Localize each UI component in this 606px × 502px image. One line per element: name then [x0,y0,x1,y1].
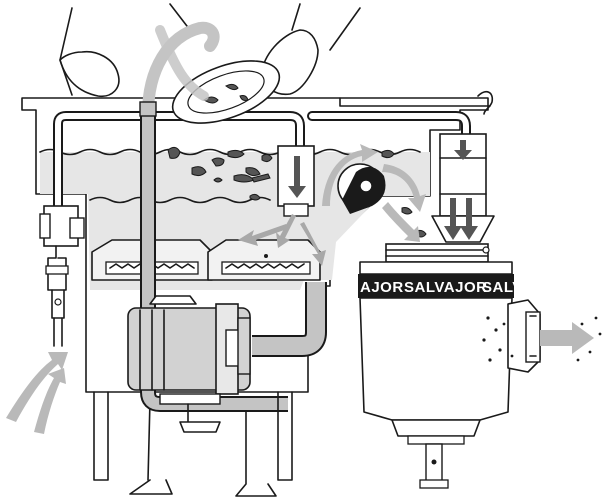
operator-legs [129,399,277,497]
operator-figure [59,3,361,497]
impeller-arrow-1 [322,144,378,206]
trough-arrow-right [300,222,326,266]
disposer-arrow-1 [444,198,462,240]
trough-arrow-left [238,224,290,246]
inflow-arrow-2 [34,368,66,434]
brand-label-center: SALVAJOR [404,279,487,296]
discharge-outlet [507,299,541,373]
dinner-plate [171,60,281,124]
water-supply-valve[interactable] [39,205,85,347]
disposer-arrow-3 [454,140,472,160]
food-debris [167,146,427,238]
inlet-down-arrow [288,156,306,198]
disposer-arrow-2 [460,198,478,240]
operator-right-hand [261,29,319,96]
food-trough [91,239,321,281]
flow-arrows [6,140,594,434]
disposer-label-band: AJOR SALVAJOR SALV [358,274,523,298]
brand-label-right: SALV [482,279,523,296]
trough-arrow-down [276,214,296,248]
operator-left-hand [59,50,120,98]
impeller-arrow-3 [382,202,420,242]
pump-motor [127,295,251,433]
inflow-arrow-1 [6,352,68,422]
impeller-arrow-2 [382,164,426,212]
stand-legs [93,391,293,481]
brand-label-left: AJOR [360,279,404,296]
impeller-valve [337,163,386,214]
outflow-arrow [540,322,594,354]
discharge-particles [482,316,602,362]
drain-pipe [252,282,327,357]
